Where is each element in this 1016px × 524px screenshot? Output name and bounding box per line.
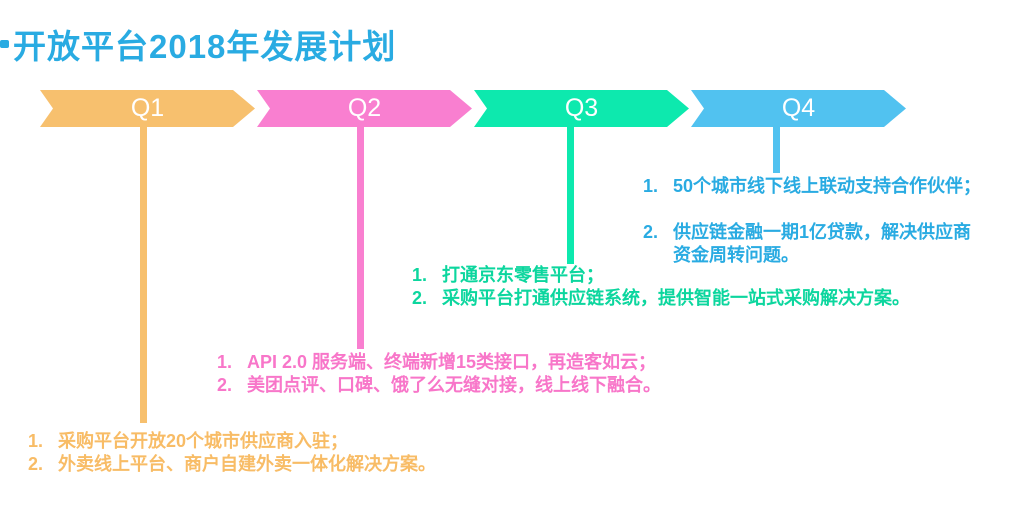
list-item-text: 采购平台打通供应链系统，提供智能一站式采购解决方案。 [442,288,910,308]
list-item-text: 采购平台开放20个城市供应商入驻； [58,431,349,451]
connector-line-q3 [567,127,574,264]
list-item-text: API 2.0 服务端、终端新增15类接口，再造客如云； [247,352,657,372]
list-item: 1. 采购平台开放20个城市供应商入驻； [28,430,468,453]
list-item-number: 2. [217,375,233,395]
chevron-q1: Q1 [40,90,255,127]
q3-item-list: 1. 打通京东零售平台； 2. 采购平台打通供应链系统，提供智能一站式采购解决方… [412,264,1012,310]
chevron-q4: Q4 [691,90,906,127]
chevron-q3-label: Q3 [564,94,599,122]
list-item-number: 1. [28,431,44,451]
list-item-number: 2. [28,454,44,474]
q4-item-list: 1. 50个城市线下线上联动支持合作伙伴； 2. 供应链金融一期1亿贷款，解决供… [643,175,983,267]
list-item: 1. 50个城市线下线上联动支持合作伙伴； [643,175,983,198]
list-item-number: 2. [412,288,428,308]
list-item-number: 1. [643,176,659,196]
list-item-text: 打通京东零售平台； [442,265,604,285]
connector-line-q2 [357,127,364,349]
list-item: 1. 打通京东零售平台； [412,264,1012,287]
q2-item-list: 1. API 2.0 服务端、终端新增15类接口，再造客如云； 2. 美团点评、… [217,351,717,397]
list-item-text: 供应链金融一期1亿贷款，解决供应商资金周转问题。 [673,222,972,265]
connector-line-q1 [140,127,147,423]
page-title: 开放平台2018年发展计划 [13,28,397,65]
connector-line-q4 [773,127,780,173]
list-item-number: 1. [217,352,233,372]
chevron-q3: Q3 [474,90,689,127]
list-item-number: 2. [643,222,659,242]
q1-item-list: 1. 采购平台开放20个城市供应商入驻； 2. 外卖线上平台、商户自建外卖一体化… [28,430,468,476]
list-item: 2. 采购平台打通供应链系统，提供智能一站式采购解决方案。 [412,287,1012,310]
list-item: 1. API 2.0 服务端、终端新增15类接口，再造客如云； [217,351,717,374]
chevron-q1-label: Q1 [130,94,165,122]
list-item: 2. 外卖线上平台、商户自建外卖一体化解决方案。 [28,453,468,476]
list-item-text: 50个城市线下线上联动支持合作伙伴； [673,176,982,196]
list-item-text: 外卖线上平台、商户自建外卖一体化解决方案。 [58,454,436,474]
list-item: 2. 美团点评、口碑、饿了么无缝对接，线上线下融合。 [217,374,717,397]
list-item-text: 美团点评、口碑、饿了么无缝对接，线上线下融合。 [247,375,661,395]
chevron-q2-label: Q2 [347,94,382,122]
title-clipped-character-fragment [0,40,9,48]
chevron-q4-label: Q4 [781,94,816,122]
list-item-number: 1. [412,265,428,285]
list-item: 2. 供应链金融一期1亿贷款，解决供应商资金周转问题。 [643,221,983,267]
chevron-q2: Q2 [257,90,472,127]
